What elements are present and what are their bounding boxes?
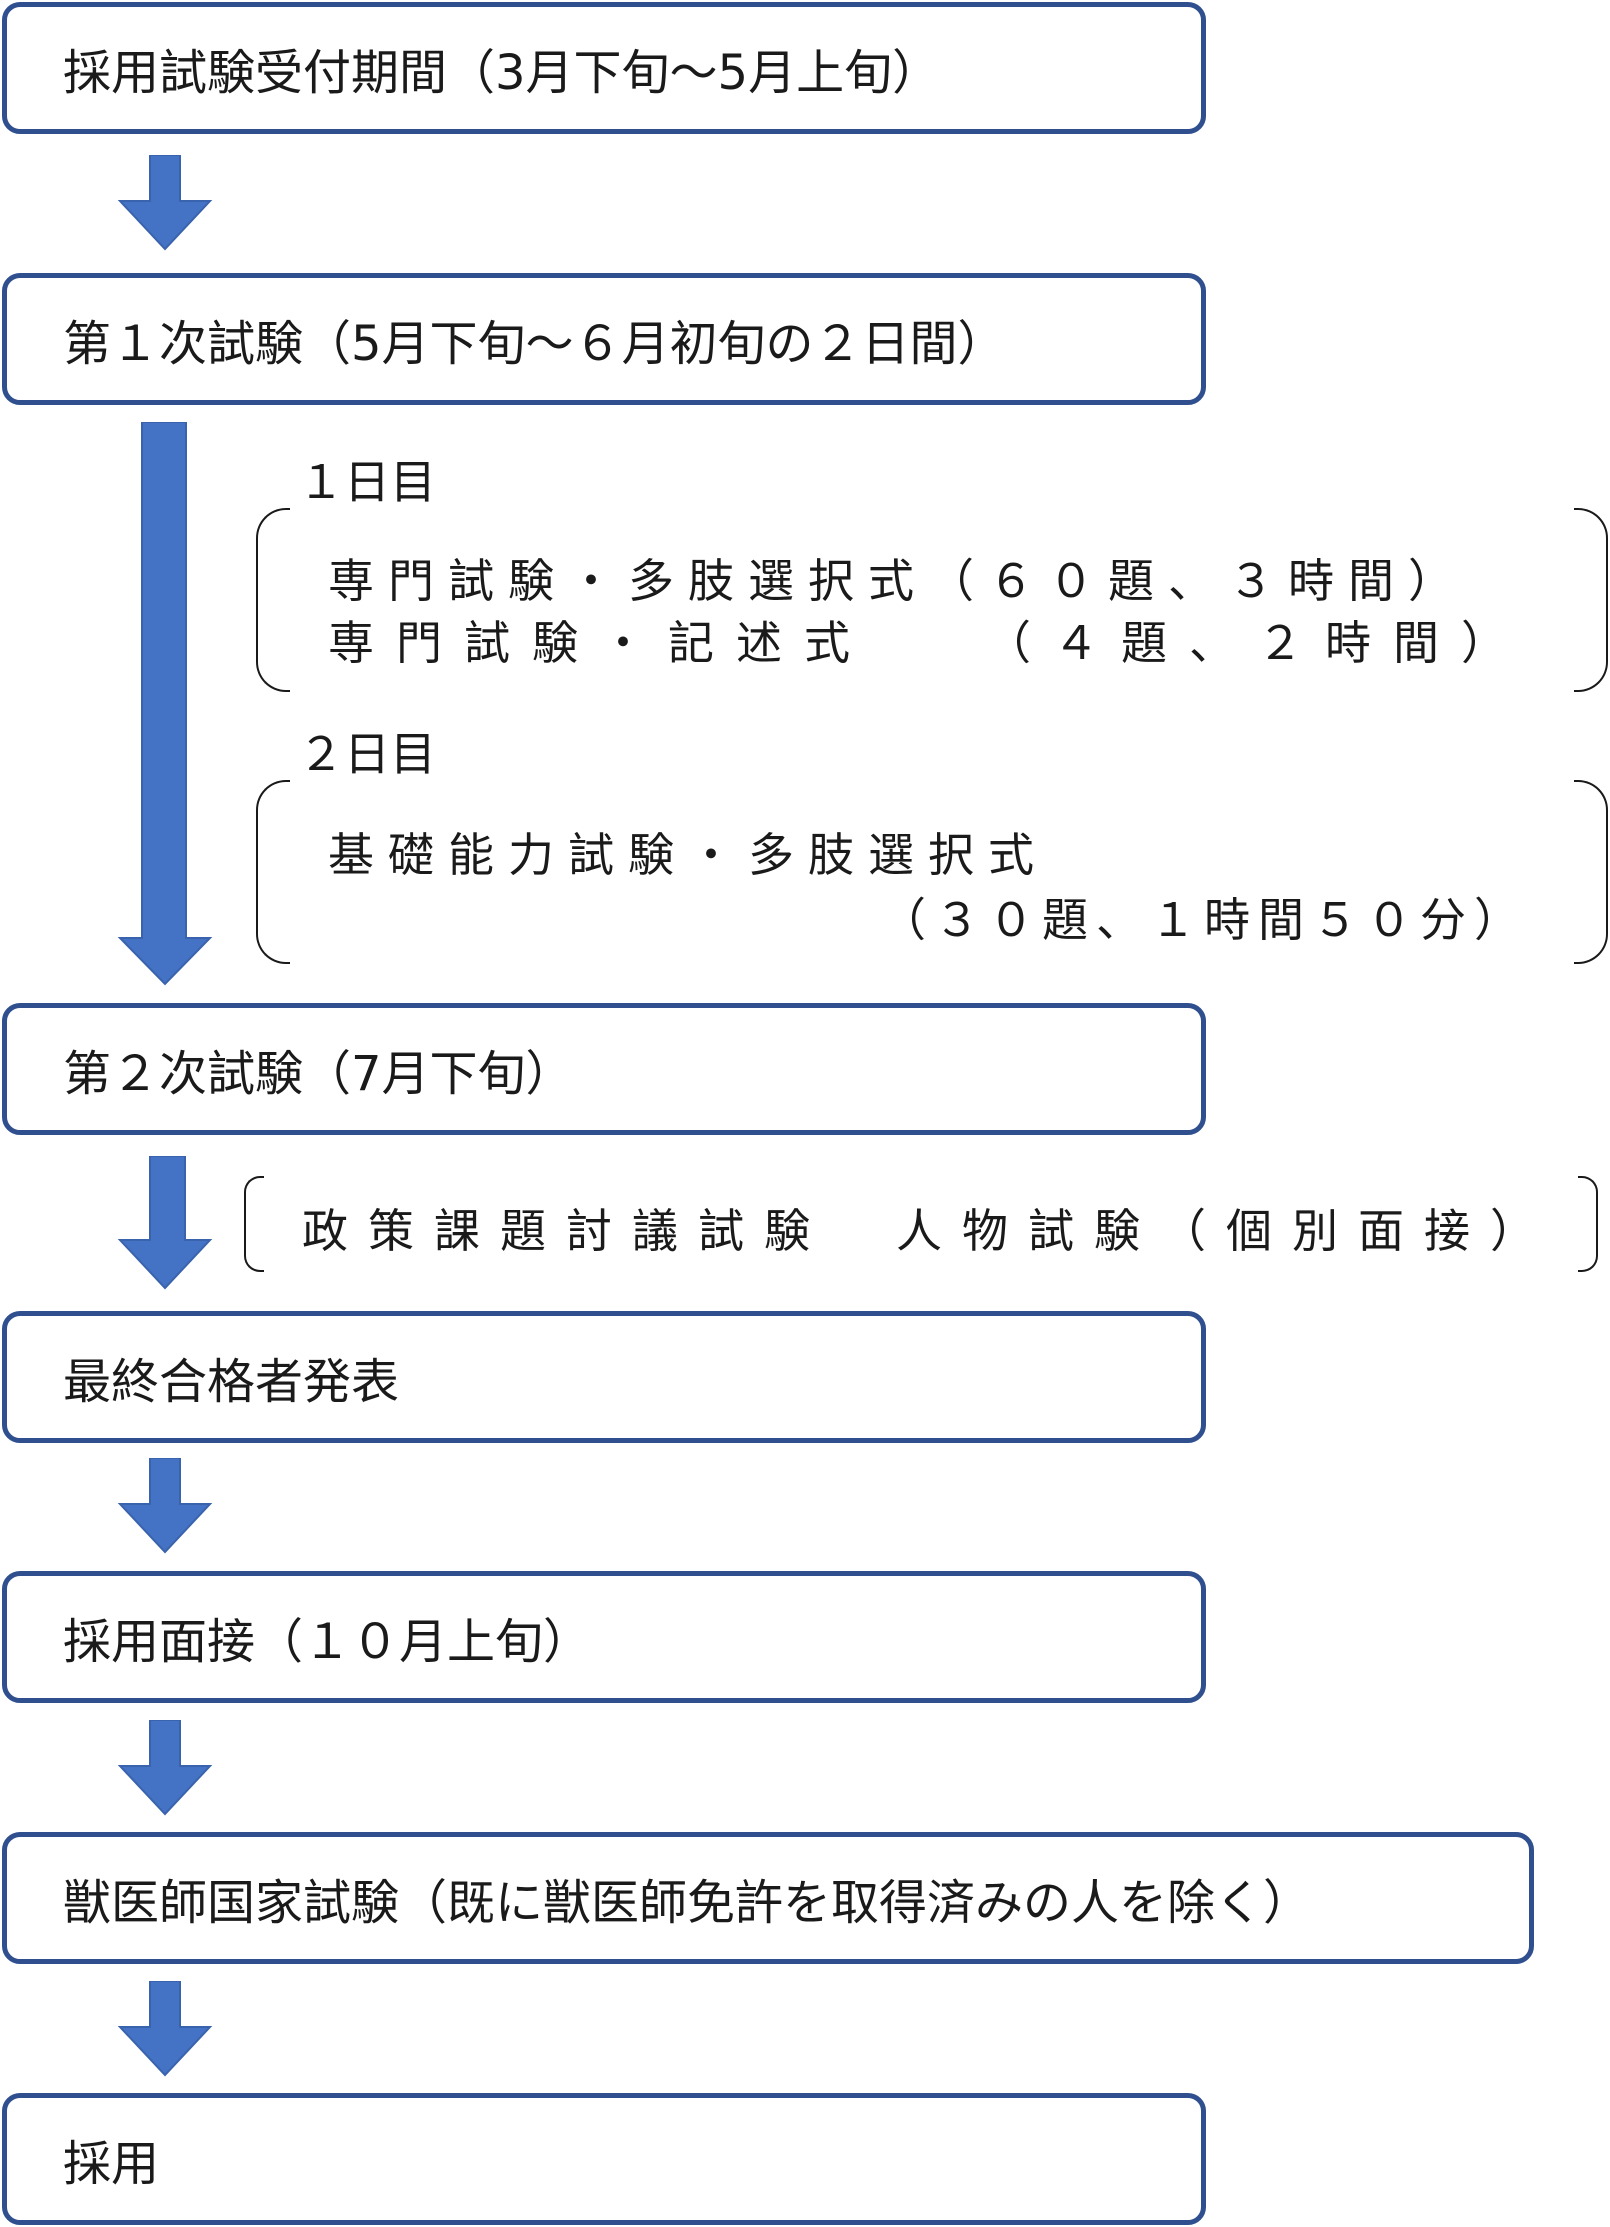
long-down-arrow-icon [117,422,213,986]
step-application-period: 採用試験受付期間（3月下旬～5月上旬） [2,2,1206,134]
day1-label: １日目 [298,455,436,509]
step-final-announcement-label: 最終合格者発表 [63,1354,400,1410]
day2-label: ２日目 [298,727,436,781]
down-arrow-icon [117,1156,213,1290]
step-vet-license-exam-label: 獣医師国家試験（既に獣医師免許を取得済みの人を除く） [63,1875,1312,1931]
step-hiring-interview: 採用面接（１０月上旬） [2,1571,1206,1703]
down-arrow-icon [117,1720,213,1816]
step-hiring: 採用 [2,2093,1206,2225]
day1-multiple-choice: 専門試験・多肢選択式（６０題、３時間） [328,554,1468,608]
day2-question-time: （３０題、１時間５０分） [880,893,1528,947]
step-first-exam-label: 第１次試験（5月下旬～６月初旬の２日間） [63,316,1006,372]
second-exam-bracket-right [1578,1176,1598,1272]
step-vet-license-exam: 獣医師国家試験（既に獣医師免許を取得済みの人を除く） [2,1832,1534,1964]
second-exam-bracket-left [244,1176,264,1272]
step-second-exam: 第２次試験（7月下旬） [2,1003,1206,1135]
step-second-exam-label: 第２次試験（7月下旬） [63,1046,574,1102]
down-arrow-icon [117,1458,213,1554]
second-exam-contents: 政策課題討議試験 人物試験（個別面接） [302,1204,1556,1258]
day1-essay: 専門試験・記述式 （４題、２時間） [328,616,1529,670]
day2-bracket-right [1574,780,1608,964]
step-hiring-interview-label: 採用面接（１０月上旬） [63,1614,592,1670]
step-final-announcement: 最終合格者発表 [2,1311,1206,1443]
down-arrow-icon [117,155,213,251]
day2-basic-ability: 基礎能力試験・多肢選択式 [328,828,1048,882]
day2-bracket-left [256,780,290,964]
day1-bracket-left [256,508,290,692]
step-hiring-label: 採用 [63,2136,160,2192]
step-first-exam: 第１次試験（5月下旬～６月初旬の２日間） [2,273,1206,405]
day1-bracket-right [1574,508,1608,692]
down-arrow-icon [117,1981,213,2077]
step-application-period-label: 採用試験受付期間（3月下旬～5月上旬） [63,45,941,101]
